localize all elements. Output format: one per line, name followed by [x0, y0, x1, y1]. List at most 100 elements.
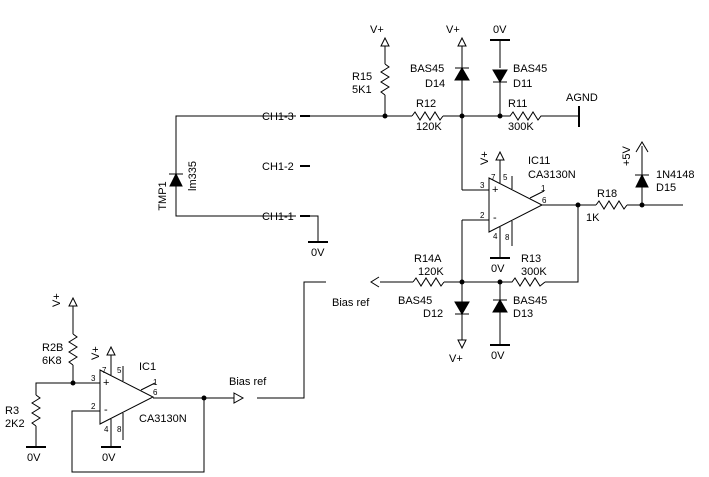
- ic1-minus: -: [104, 404, 108, 416]
- ic11-pin7: 7: [491, 173, 496, 182]
- ic11-pin3: 3: [480, 181, 485, 190]
- d12-diode: [454, 301, 470, 315]
- r15-vplus-arrow: [380, 36, 390, 47]
- d14-value: BAS45: [410, 63, 444, 75]
- r18-value: 1K: [586, 212, 600, 224]
- r11-ref: R11: [508, 98, 527, 110]
- junction-d14: [459, 113, 465, 119]
- tmp1-value: lm335: [187, 161, 199, 191]
- ic1-vplus-arrow: [106, 345, 116, 356]
- d11-diode: [492, 69, 508, 83]
- d12-value: BAS45: [398, 295, 432, 307]
- ic11-pin2: 2: [480, 211, 485, 220]
- r15-vplus-label: V+: [370, 24, 384, 36]
- ch1-1-ground-label: 0V: [311, 247, 325, 259]
- r2b-ref: R2B: [42, 342, 63, 354]
- d15-plus5-arrow: [635, 141, 649, 153]
- r18-resistor: [595, 200, 628, 210]
- r3-value: 2K2: [5, 418, 25, 430]
- ic1-vplus-label: V+: [90, 346, 102, 360]
- r15-ref: R15: [352, 71, 372, 83]
- ch1-2-label: CH1-2: [262, 161, 294, 173]
- ic11-pin5: 5: [503, 173, 508, 182]
- d11-value: BAS45: [513, 63, 547, 75]
- ic11-pin1: 1: [541, 184, 546, 193]
- r14a-value: 120K: [418, 266, 444, 278]
- r12-value: 120K: [416, 121, 442, 133]
- ic1-pin8: 8: [117, 425, 122, 434]
- r15-value: 5K1: [352, 84, 372, 96]
- d13-ground-label: 0V: [491, 350, 505, 362]
- ic11-value: CA3130N: [528, 169, 576, 181]
- r18-ref: R18: [597, 188, 617, 200]
- agnd-label: AGND: [566, 92, 598, 104]
- d14-vplus-arrow: [457, 36, 467, 47]
- d12-vplus-label: V+: [449, 353, 463, 365]
- ic11-vplus-arrow: [495, 150, 505, 161]
- d11-ref: D11: [513, 78, 532, 90]
- ic1-pin1-wire: [140, 382, 156, 391]
- r3-ref: R3: [5, 405, 19, 417]
- bias-ref-arrow-lower: [233, 392, 245, 404]
- tmp1-sensor: [169, 115, 296, 217]
- d12-vplus-arrow: [457, 339, 467, 350]
- ic11-pin8: 8: [505, 233, 510, 242]
- ic1-pin3: 3: [91, 374, 96, 383]
- d13-ref: D13: [513, 308, 533, 320]
- ic11-ground-label: 0V: [491, 263, 505, 275]
- r11-value: 300K: [508, 121, 534, 133]
- ch1-1-ground-wire: [310, 215, 319, 241]
- ic1-pin4: 4: [104, 425, 109, 434]
- ic1-plus-wire: [35, 382, 100, 395]
- d13-value: BAS45: [513, 295, 547, 307]
- r15-resistor: [380, 63, 390, 96]
- junction-r15: [382, 113, 388, 119]
- ic11-vplus-label: V+: [479, 151, 491, 165]
- d12-ref: D12: [423, 308, 443, 320]
- ic1-ref: IC1: [139, 361, 156, 373]
- ic1-pin7: 7: [102, 366, 107, 375]
- tmp1-ref: TMP1: [157, 181, 169, 210]
- d13-diode: [492, 299, 508, 313]
- ic11-pin6: 6: [542, 196, 547, 205]
- junction-r2b: [70, 380, 76, 386]
- r14a-resistor: [412, 277, 445, 287]
- d14-vplus-label: V+: [446, 24, 460, 36]
- output-feedback-wire: [545, 205, 579, 283]
- bias-ref-arrow-right: [370, 276, 380, 288]
- ic11-body: [488, 177, 544, 233]
- ic1-pin5: 5: [117, 366, 122, 375]
- r3-ground-label: 0V: [27, 452, 41, 464]
- ic1-pin6: 6: [153, 388, 158, 397]
- r3-resistor: [31, 394, 41, 427]
- ic11-plus: +: [492, 184, 498, 196]
- ic1-feedback-wire: [71, 398, 205, 473]
- ic11-ref: IC11: [528, 155, 550, 167]
- ic1-pin1: 1: [153, 378, 158, 387]
- ic11-minus: -: [493, 212, 497, 224]
- r2b-resistor: [68, 333, 78, 366]
- r11-resistor: [500, 111, 578, 121]
- d14-ref: D14: [425, 78, 445, 90]
- bias-ref-label-upper: Bias ref: [332, 297, 370, 309]
- ic11-pin4: 4: [493, 232, 498, 241]
- d15-value: 1N4148: [656, 169, 695, 181]
- bias-ref-link: [257, 281, 326, 399]
- d15-plus5-label: +5V: [621, 145, 633, 166]
- ic11-pin1-wire: [529, 190, 545, 199]
- r13-value: 300K: [521, 266, 547, 278]
- ic1-pin2: 2: [91, 402, 96, 411]
- r2b-vplus-arrow: [68, 296, 78, 307]
- r12-ref: R12: [416, 98, 436, 110]
- ic1-plus: +: [103, 377, 109, 389]
- ic1-value: CA3130N: [139, 413, 187, 425]
- ic1-body: [99, 369, 155, 425]
- d14-diode: [454, 67, 470, 81]
- r12-resistor: [411, 111, 444, 121]
- bias-ref-label-lower: Bias ref: [229, 376, 267, 388]
- d11-ground-label: 0V: [493, 24, 507, 36]
- r14a-ref: R14A: [414, 253, 442, 265]
- ic1-ground-label: 0V: [102, 452, 116, 464]
- d15-diode: [635, 173, 649, 188]
- ch1-3-label: CH1-3: [262, 111, 294, 123]
